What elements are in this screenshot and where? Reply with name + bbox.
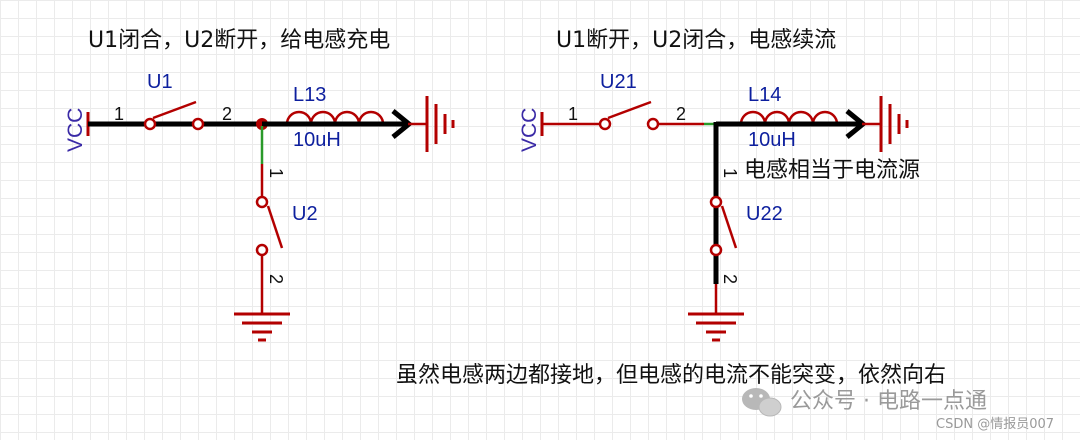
left-u2-pin2: 2 <box>266 274 286 284</box>
right-circuit: VCC U21 1 2 L14 10uH U22 1 <box>518 71 920 342</box>
left-title: U1闭合，U2断开，给电感充电 <box>88 28 390 53</box>
left-l13-value: 10uH <box>293 129 341 151</box>
left-u2-contact-a <box>255 195 269 209</box>
right-u22-label: U22 <box>746 203 783 225</box>
left-u1-pin2: 2 <box>222 104 232 124</box>
right-u22-pin1: 1 <box>720 168 740 178</box>
left-u1-label: U1 <box>147 71 173 93</box>
wechat-account-text: 公众号 · 电路一点通 <box>790 389 987 414</box>
left-u1-blade <box>152 100 197 120</box>
right-u21-pin2: 2 <box>676 104 686 124</box>
left-vcc-label: VCC <box>64 108 87 152</box>
right-vcc-label: VCC <box>518 108 541 152</box>
left-u2-contact-b <box>255 243 269 257</box>
left-u1-contact-a <box>143 117 157 131</box>
right-u21-contact-b <box>646 117 660 131</box>
left-u1-contact-b <box>191 117 205 131</box>
inductor-note: 电感相当于电流源 <box>744 158 920 183</box>
left-u1-pin1: 1 <box>114 104 124 124</box>
left-circuit: VCC U1 1 2 L13 10uH <box>64 71 455 342</box>
left-u2-blade <box>266 205 284 249</box>
bottom-note: 虽然电感两边都接地，但电感的电流不能突变，依然向右 <box>396 363 946 388</box>
left-ground-right <box>408 96 455 152</box>
right-u21-blade <box>607 100 652 120</box>
right-u21-label: U21 <box>600 71 637 93</box>
right-ground-right <box>862 96 909 152</box>
right-l14-value: 10uH <box>748 129 796 151</box>
right-u22-contact-b <box>709 243 723 257</box>
left-ground-bottom <box>234 312 290 342</box>
right-ground-bottom <box>688 312 744 342</box>
right-u22-contact-a <box>709 195 723 209</box>
left-u2-label: U2 <box>292 203 318 225</box>
csdn-watermark: CSDN @情报员007 <box>936 417 1054 432</box>
right-u22-pin2: 2 <box>720 274 740 284</box>
left-u2-pin1: 1 <box>266 168 286 178</box>
wechat-icon <box>742 388 782 417</box>
wechat-watermark: 公众号 · 电路一点通 <box>742 388 987 417</box>
left-l13-label: L13 <box>293 84 326 106</box>
right-l14-label: L14 <box>748 84 781 106</box>
right-u21-contact-a <box>598 117 612 131</box>
right-title: U1断开，U2闭合，电感续流 <box>556 28 836 53</box>
right-u22-blade <box>720 205 738 249</box>
right-u21-pin1: 1 <box>568 104 578 124</box>
